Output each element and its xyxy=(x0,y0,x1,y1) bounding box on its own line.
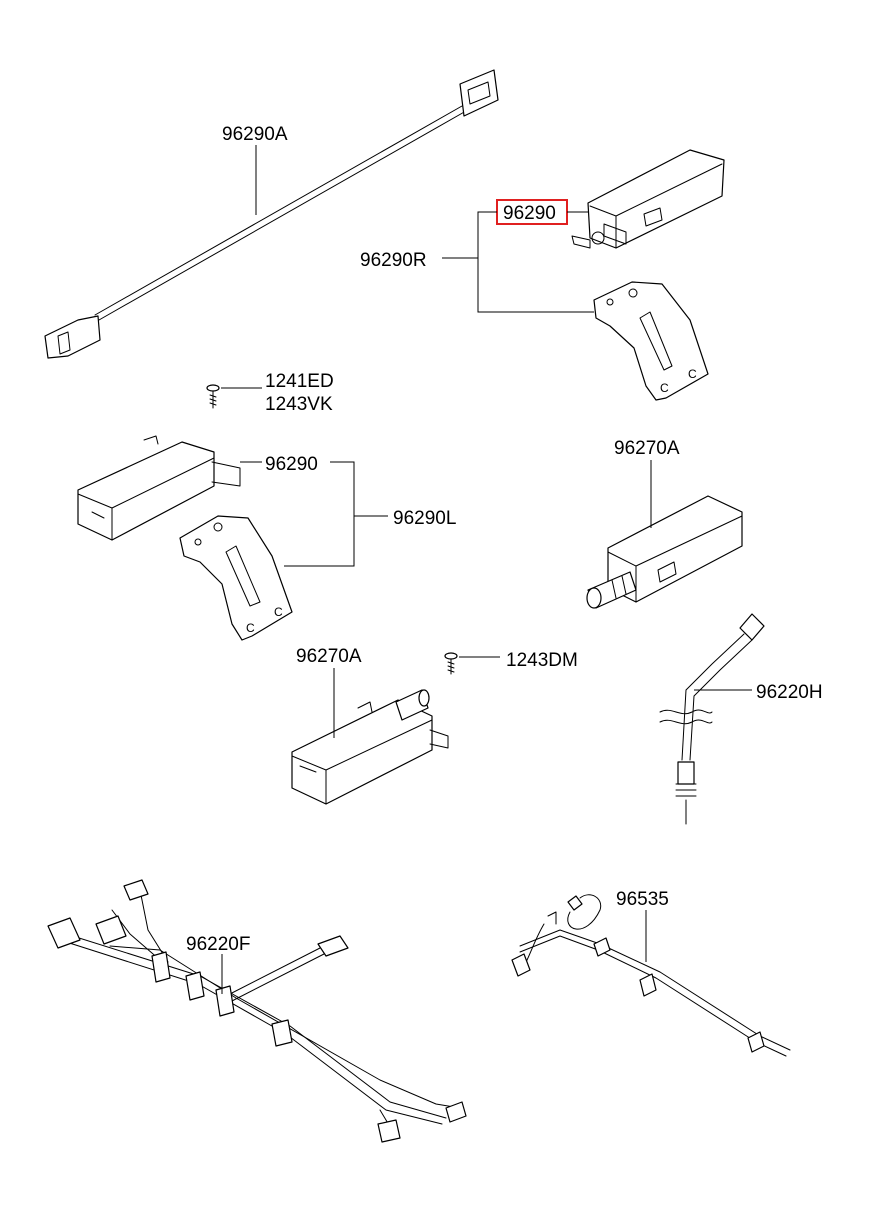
svg-text:C: C xyxy=(660,381,669,395)
svg-text:C: C xyxy=(688,367,697,381)
label-1243dm: 1243DM xyxy=(506,650,578,671)
label-96290r: 96290R xyxy=(360,250,427,271)
amplifier-96270a-left[interactable] xyxy=(291,689,449,805)
label-96290-left: 96290 xyxy=(265,454,318,475)
bracket-leader-96290l xyxy=(284,461,355,567)
bracket-96290l[interactable]: C C xyxy=(179,515,293,641)
label-96270a-left: 96270A xyxy=(296,646,362,667)
amplifier-96290-left[interactable] xyxy=(77,435,241,541)
label-96270a-right: 96270A xyxy=(614,438,680,459)
label-96290-highlighted[interactable]: 96290 xyxy=(503,203,556,224)
wiring-harness-96535[interactable] xyxy=(511,894,791,1057)
label-96290l: 96290L xyxy=(393,508,456,529)
antenna-harness-96220f[interactable] xyxy=(47,879,467,1143)
svg-text:C: C xyxy=(274,605,283,619)
antenna-cable-96220h[interactable] xyxy=(659,613,765,825)
label-1243vk: 1243VK xyxy=(265,394,333,415)
amplifier-96270a-right[interactable] xyxy=(586,495,743,609)
antenna-cable-96290a[interactable] xyxy=(44,69,499,359)
label-96290a: 96290A xyxy=(222,124,288,145)
screw-1243dm[interactable] xyxy=(444,652,458,675)
bracket-leader-96290r xyxy=(477,211,594,313)
screw-1241ed[interactable] xyxy=(206,384,220,409)
bracket-96290r[interactable]: C C xyxy=(593,281,709,401)
svg-text:C: C xyxy=(246,621,255,635)
amplifier-96290-top[interactable] xyxy=(571,149,725,249)
label-96535: 96535 xyxy=(616,889,669,910)
label-1241ed: 1241ED xyxy=(265,371,334,392)
label-96220h: 96220H xyxy=(756,682,823,703)
label-96220f: 96220F xyxy=(186,934,250,955)
